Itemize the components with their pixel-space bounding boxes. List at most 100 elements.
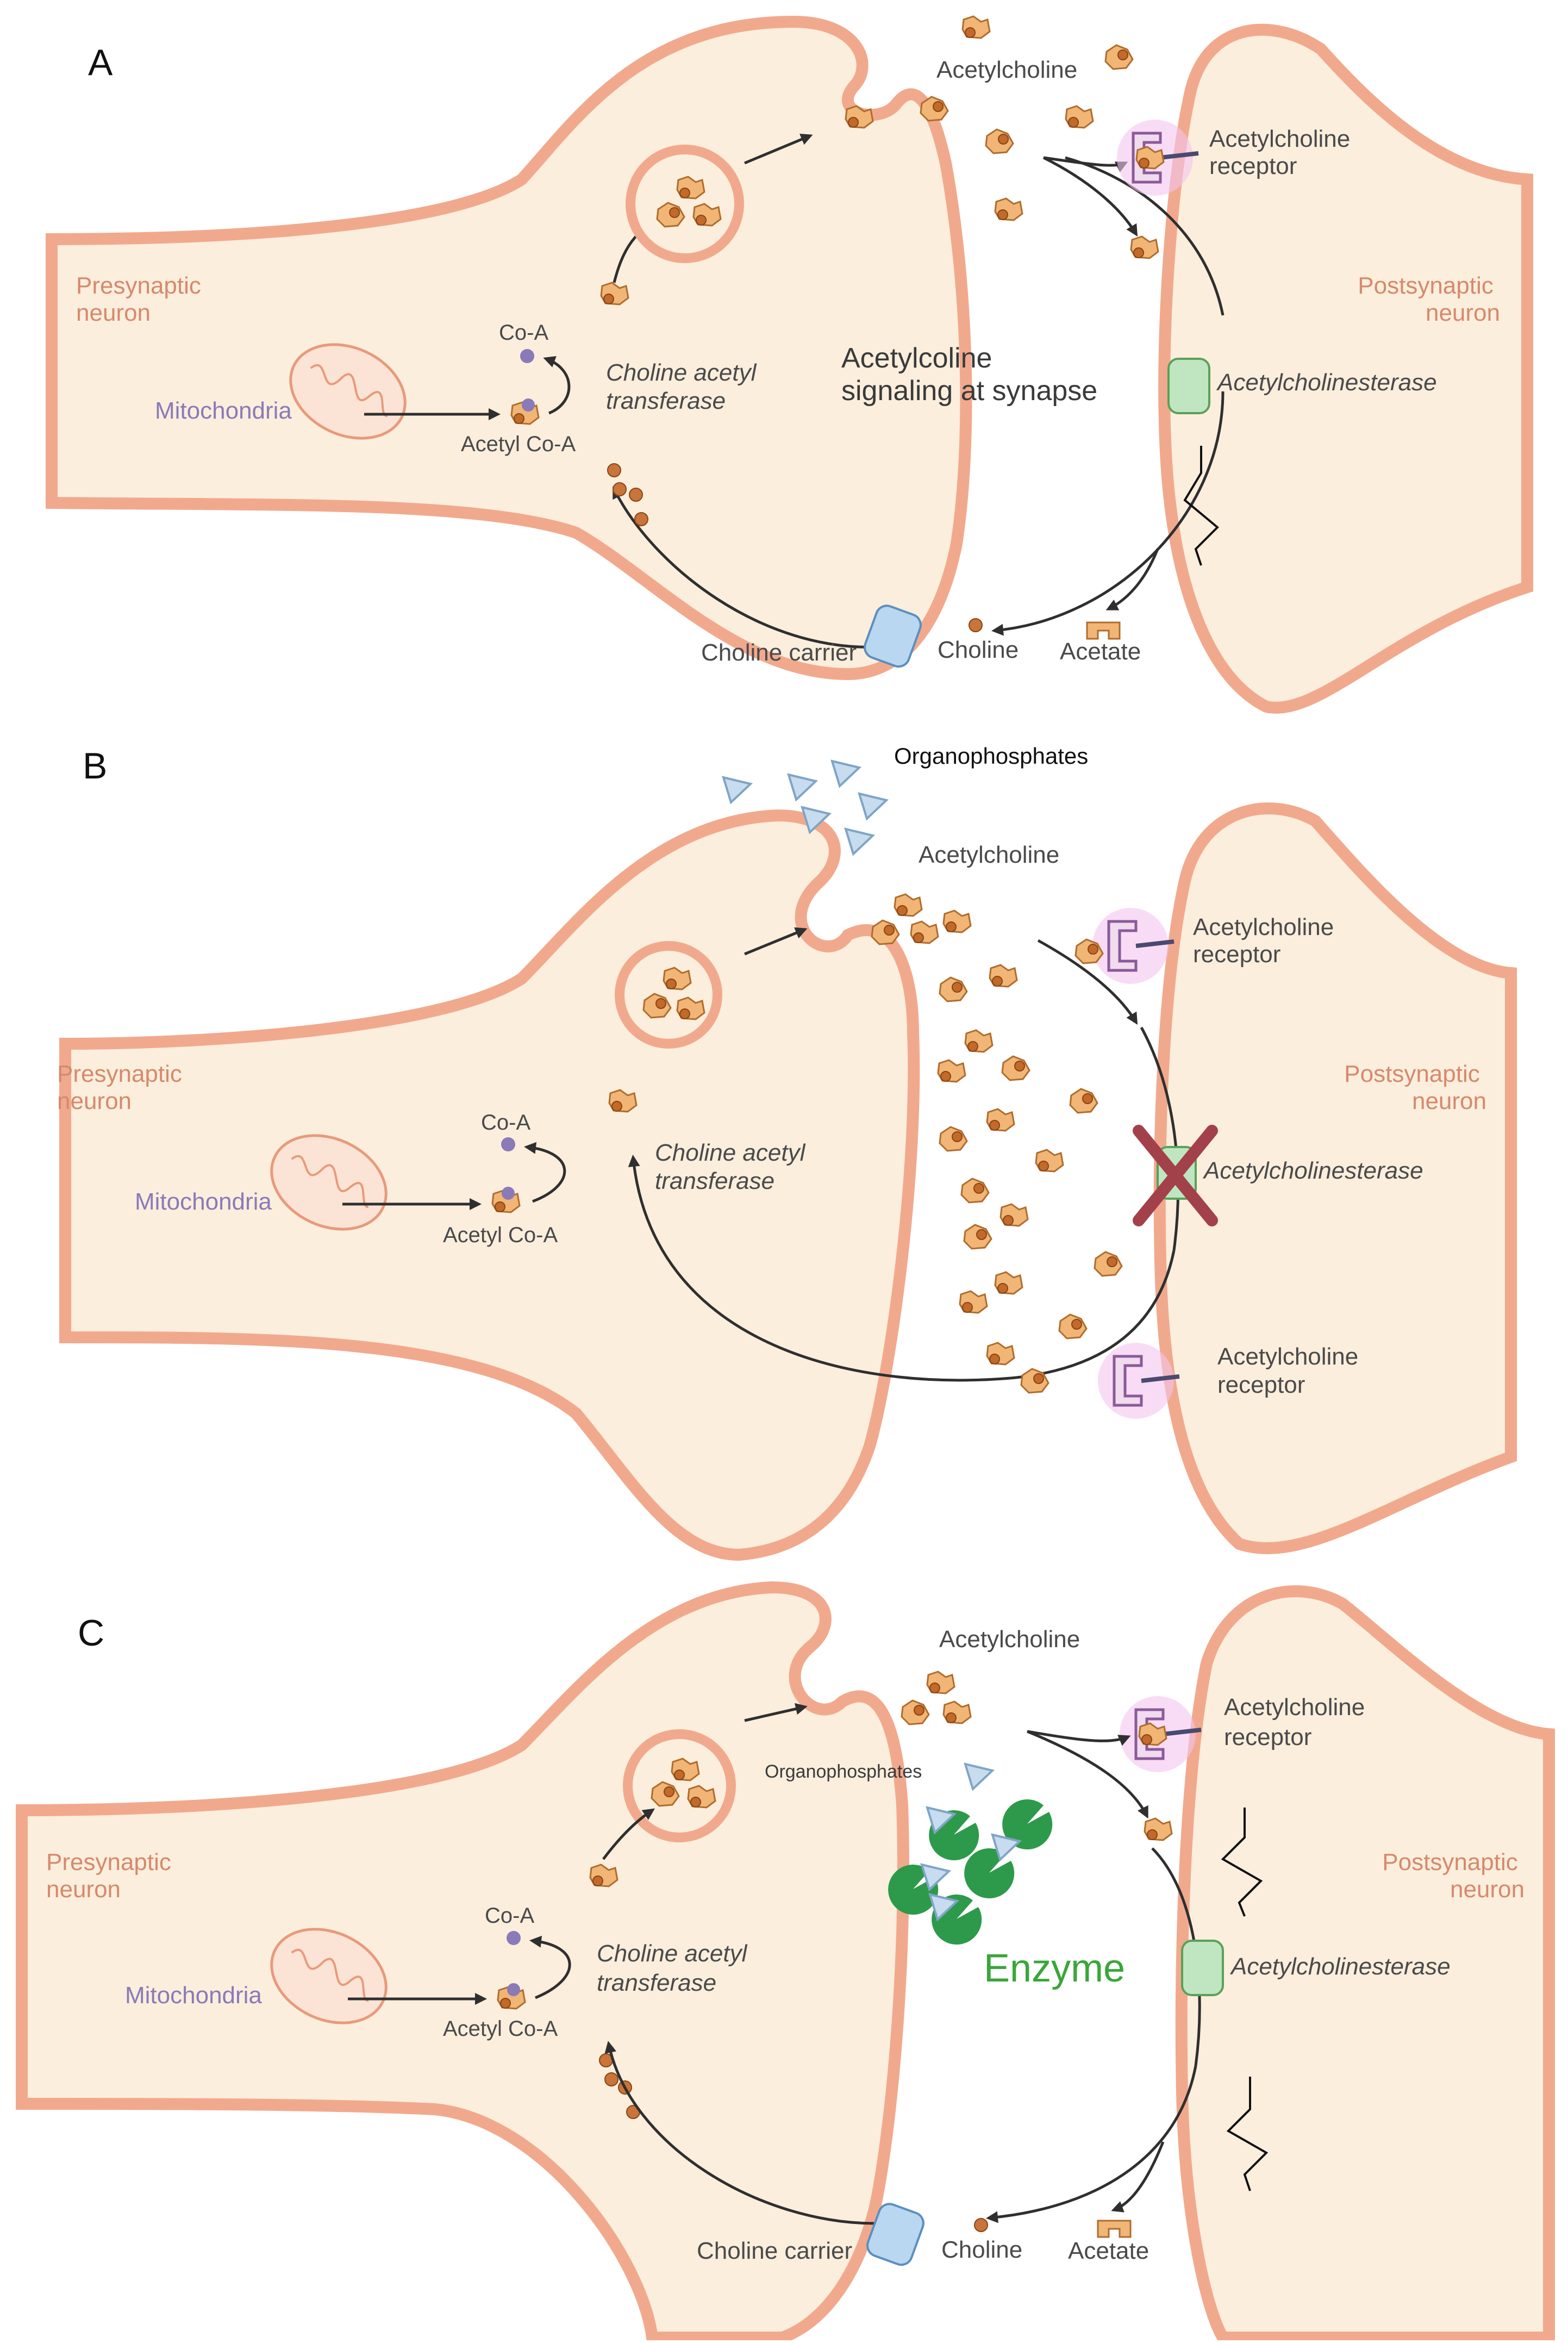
ach-cleft: [1065, 105, 1094, 129]
ach-cytoplasm: [608, 1089, 638, 1113]
choline-label-c: Choline: [941, 2236, 1022, 2263]
ach-cleft: [1130, 235, 1159, 259]
ach-in-vesicle: [676, 996, 705, 1020]
vesicle-c: [623, 1729, 736, 1842]
coa-icon: [507, 1931, 521, 1945]
ach-cleft: [986, 1108, 1015, 1132]
ach-cleft: [942, 1700, 972, 1724]
acetylcholine-label-a: Acetylcholine: [936, 57, 1077, 83]
ach-in-vesicle: [692, 203, 722, 227]
release-arrow-c: [744, 1703, 808, 1722]
acetyl-coa-label-b: Acetyl Co-A: [443, 1223, 558, 1247]
ache-label-b: Acetylcholinesterase: [1202, 1157, 1423, 1184]
ach-cleft: [999, 1203, 1029, 1227]
presynaptic-label-a: Presynaptic neuron: [76, 272, 208, 326]
organophosphate-icon: [858, 793, 888, 820]
synthesis-arrow-c: [602, 1808, 655, 1860]
chat-label-c: Choline acetyl transferase: [597, 1940, 754, 1996]
panel-letter-c: C: [78, 1612, 104, 1654]
postsynaptic-neuron-b: [1153, 802, 1517, 1554]
receptor-top-icon-b: [1092, 908, 1174, 984]
choline-uptake-arrow-b: [628, 1155, 1011, 1382]
ache-bound-arrow-c: [1027, 1730, 1148, 1819]
release-arrow-a: [744, 134, 813, 165]
ach-cleft: [1104, 44, 1134, 70]
postsynaptic-neuron-a: [1158, 23, 1533, 714]
ach-cleft: [959, 1290, 988, 1314]
ache-label-c: Acetylcholinesterase: [1229, 1953, 1451, 1980]
choline-carrier-label-c: Choline carrier: [697, 2238, 852, 2264]
organophosphates-label-c: Organophosphates: [765, 1761, 922, 1782]
ach-cleft: [1035, 1149, 1064, 1173]
coa-label-c: Co-A: [485, 1904, 534, 1928]
ach-bound-receptor: [1135, 146, 1165, 170]
choline-carrier-label-a: Choline carrier: [701, 639, 857, 666]
mitochondria-label-a: Mitochondria: [155, 397, 292, 424]
ach-cleft: [871, 919, 900, 945]
ach-cleft: [989, 964, 1018, 988]
ach-cleft: [939, 1126, 968, 1152]
coa-release-arrow: [543, 356, 571, 415]
receptor-binding-arrow-c: [1027, 1730, 1131, 1746]
ach-in-vesicle: [687, 1785, 716, 1809]
synapse-circle-upper-a: [1065, 156, 1225, 316]
ach-cleft: [986, 1342, 1015, 1366]
acetyl-coa-label-a: Acetyl Co-A: [461, 432, 576, 456]
ach-cleft: [920, 96, 949, 122]
panel-b: B Organophosphates Acetylcholine Acetylc…: [57, 743, 1517, 1561]
ach-in-vesicle: [676, 176, 705, 200]
organophosphate-icon: [964, 1763, 994, 1790]
coa-dot: [507, 1983, 520, 1996]
mitochondria-label-c: Mitochondria: [125, 1982, 262, 2009]
ach-cleft: [964, 1029, 994, 1053]
signal-trace-a: [1183, 446, 1219, 566]
choline-carrier-icon-a: [864, 605, 922, 668]
choline-label-a: Choline: [938, 637, 1019, 663]
organophosphates-label-b: Organophosphates: [894, 743, 1088, 769]
ache-bound-arrow-b: [1037, 939, 1138, 1025]
chat-label-a: Choline acetyl transferase: [606, 359, 763, 414]
choline-dot: [634, 512, 648, 526]
coa-dot: [502, 1187, 515, 1200]
acetylcholinesterase-icon-c: [1181, 1940, 1224, 1996]
enzyme-label-c: Enzyme: [984, 1947, 1125, 1990]
choline-dot: [974, 2218, 988, 2232]
choline-uptake-arrow-a: [613, 486, 881, 649]
organophosphate-icon: [831, 760, 860, 787]
acetate-arrow-c: [1111, 2141, 1165, 2213]
ach-cytoplasm: [600, 282, 629, 306]
acetylcholinesterase-icon-a: [1167, 358, 1210, 414]
ach-cleft: [1001, 1055, 1030, 1081]
ach-cleft: [1094, 1251, 1123, 1277]
presynaptic-neuron-c: [16, 1581, 909, 2343]
acetate-label-c: Acetate: [1068, 2238, 1149, 2264]
presynaptic-neuron-b: [59, 809, 920, 1561]
choline-carrier-icon-c: [866, 2203, 924, 2266]
ache-label-a: Acetylcholinesterase: [1216, 369, 1437, 396]
organophosphate-icon: [845, 828, 874, 855]
choline-uptake-arrow-c: [604, 2041, 876, 2225]
ach-cleft: [910, 920, 939, 944]
panel-a: A Presynaptic neuron Postsynaptic neuron…: [46, 15, 1533, 714]
inhibition-x-mark: [1133, 1125, 1218, 1226]
acetate-label-a: Acetate: [1060, 638, 1141, 665]
signal-trace-c-upper: [1221, 1808, 1263, 1917]
postsynaptic-label-a: Postsynaptic neuron: [1358, 272, 1500, 326]
presynaptic-label-b: Presynaptic neuron: [57, 1061, 189, 1114]
synapse-circle-b: [1140, 1026, 1179, 1251]
ache-bound-arrow-a: [1042, 156, 1138, 237]
ach-cleft: [845, 105, 874, 129]
organophosphate-icon: [788, 774, 817, 801]
receptor-label-a: Acetylcholine receptor: [1209, 126, 1357, 179]
ach-cleft: [1069, 1088, 1098, 1114]
choline-dot: [613, 482, 627, 496]
acetate-icon-c: [1097, 2220, 1132, 2238]
vesicle-a: [626, 145, 744, 263]
ach-cleft: [937, 1059, 966, 1083]
vesicle-b: [615, 941, 722, 1049]
ach-cleft: [994, 197, 1023, 221]
ach-cleft: [960, 1177, 990, 1204]
panel-letter-b: B: [83, 745, 107, 787]
